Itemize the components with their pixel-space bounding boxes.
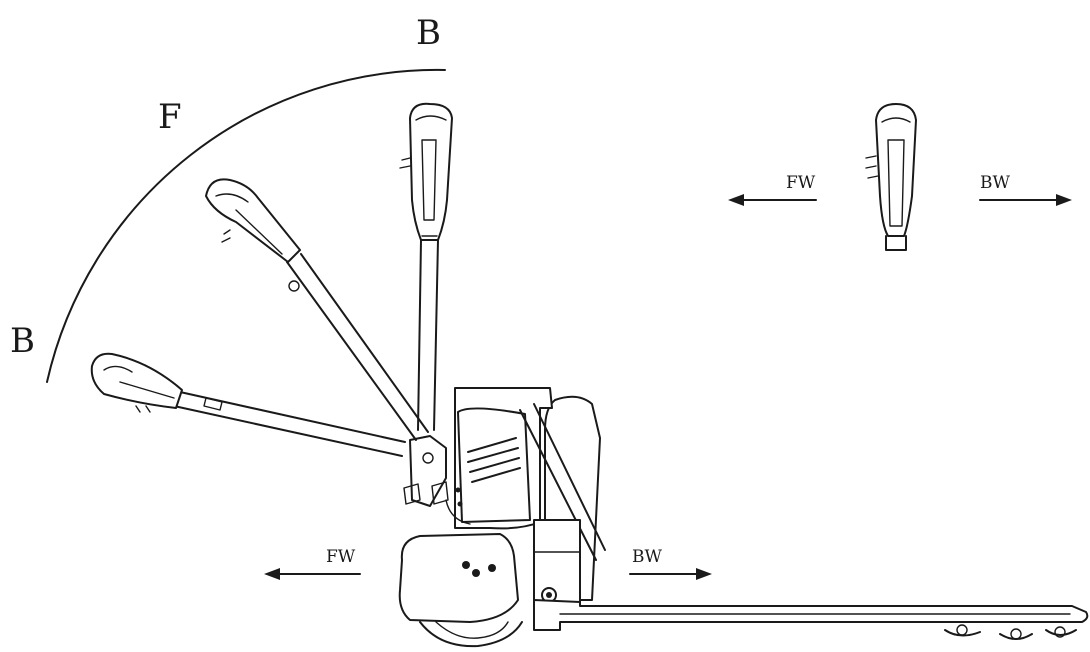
zone-label-brake-bottom: B	[10, 321, 35, 361]
handle-backward-label: BW	[980, 173, 1010, 193]
handle-forward-arrow: FW	[728, 173, 817, 206]
operating-zone-arc	[46, 68, 446, 383]
handle-forward-label: FW	[786, 173, 816, 193]
tiller-vertical	[399, 102, 453, 431]
zone-label-brake-top: B	[416, 13, 441, 53]
handle-backward-arrow: BW	[979, 173, 1072, 206]
tiller-diagonal	[205, 178, 429, 441]
main-backward-label: BW	[632, 547, 662, 567]
tiller-horizontal	[90, 352, 406, 457]
tiller-handle-top-view	[865, 103, 917, 251]
pallet-truck-body	[398, 387, 1089, 648]
zone-label-forward: F	[158, 97, 182, 137]
main-backward-arrow: BW	[629, 547, 712, 580]
main-forward-arrow: FW	[264, 547, 361, 580]
main-forward-label: FW	[326, 547, 356, 567]
